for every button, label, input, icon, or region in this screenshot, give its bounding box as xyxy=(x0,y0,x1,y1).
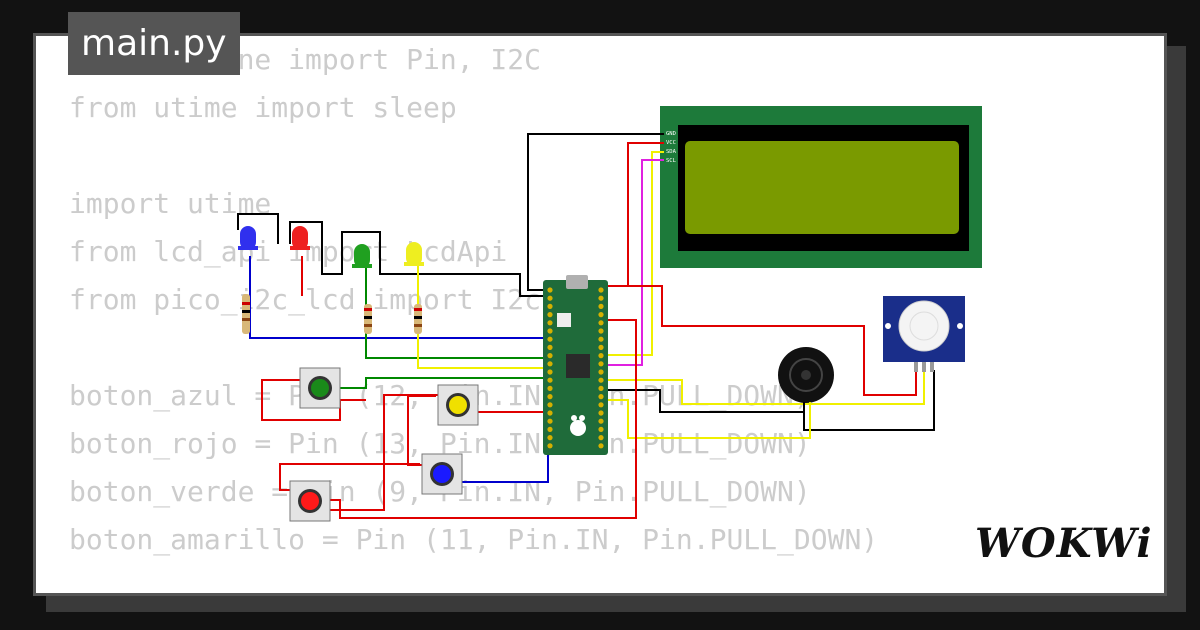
pico-pin xyxy=(598,402,604,408)
pico-pin xyxy=(598,328,604,334)
pico-pin xyxy=(547,402,553,408)
led-red[interactable] xyxy=(290,226,310,250)
pico-pins xyxy=(547,287,604,449)
wire-btn-blue xyxy=(460,450,549,483)
pico-pin xyxy=(547,287,553,293)
pico-pin xyxy=(547,435,553,441)
button-green[interactable] xyxy=(299,367,341,409)
pico-pin xyxy=(547,426,553,432)
pico-pin xyxy=(598,443,604,449)
rp2040-chip xyxy=(566,354,590,378)
resistor xyxy=(364,304,372,334)
pico-pin xyxy=(547,303,553,309)
push-buttons xyxy=(289,367,479,522)
wire-buzzer xyxy=(604,399,811,439)
lcd-pin-label: GND xyxy=(666,131,676,137)
pico-pin xyxy=(547,344,553,350)
wire-led-gnd-1 xyxy=(237,213,279,244)
pico-pin xyxy=(598,394,604,400)
wire-btn-green-vcc xyxy=(261,379,366,421)
wire-sda-lcd xyxy=(604,151,664,356)
code-line: from lcd_api import LcdApi xyxy=(69,235,508,268)
pico-pin xyxy=(598,426,604,432)
pico-pin xyxy=(598,385,604,391)
pico-pin xyxy=(598,435,604,441)
pico-pin xyxy=(598,295,604,301)
pico-pin xyxy=(598,303,604,309)
pico-pin xyxy=(547,410,553,416)
code-line: boton_rojo = Pin (13, Pin.IN, Pin.PULL_D… xyxy=(69,427,811,460)
button-blue[interactable] xyxy=(421,453,463,495)
pico-pin xyxy=(547,369,553,375)
pico-pin xyxy=(598,287,604,293)
raspberry-logo-icon xyxy=(570,415,586,436)
pico-pin xyxy=(547,336,553,342)
code-line: boton_amarillo = Pin (11, Pin.IN, Pin.PU… xyxy=(69,523,879,556)
leds xyxy=(238,226,424,268)
pico-pin xyxy=(547,312,553,318)
resistor xyxy=(414,304,422,334)
pico-pin xyxy=(598,312,604,318)
wokwi-logo: WOKWi xyxy=(975,520,1153,567)
pico-pin xyxy=(598,361,604,367)
led-yellow[interactable] xyxy=(404,242,424,266)
wire-pir-out xyxy=(604,370,925,405)
wire-led-blue xyxy=(249,256,548,339)
pir-motion-sensor[interactable] xyxy=(883,296,965,372)
lcd-display[interactable]: GND VCC SDA SCL xyxy=(660,106,982,268)
lcd-pin-label: VCC xyxy=(666,140,676,146)
pico-pin xyxy=(598,418,604,424)
led-blue[interactable] xyxy=(238,226,258,250)
usb-port xyxy=(566,275,588,289)
lcd-screen xyxy=(685,141,959,234)
wire-btn-red xyxy=(330,319,637,519)
raspberry-pi-pico[interactable] xyxy=(543,275,608,455)
pico-pin xyxy=(547,328,553,334)
wire-vcc-lcd xyxy=(600,142,664,287)
resistor xyxy=(242,294,250,334)
pico-pin xyxy=(598,410,604,416)
pico-pin xyxy=(547,394,553,400)
pico-pin xyxy=(547,320,553,326)
lcd-pin-label: SDA xyxy=(666,149,677,155)
pico-pin xyxy=(598,369,604,375)
pico-pin xyxy=(598,336,604,342)
wire-scl-lcd xyxy=(604,159,664,366)
wire-btn-green xyxy=(340,377,548,389)
button-yellow[interactable] xyxy=(437,384,479,426)
lcd-pin-label: SCL xyxy=(666,158,677,164)
button-red[interactable] xyxy=(289,480,331,522)
wire-led-gnd-2 xyxy=(289,221,548,297)
bootsel-button xyxy=(557,313,571,327)
pico-pin xyxy=(547,443,553,449)
pico-pin xyxy=(598,344,604,350)
lcd-pin-labels: GND VCC SDA SCL xyxy=(666,131,677,164)
wire-led-green xyxy=(365,268,548,359)
wire-vcc-pir xyxy=(604,285,917,396)
pico-pin xyxy=(547,377,553,383)
led-green[interactable] xyxy=(352,244,372,268)
file-tab[interactable]: main.py xyxy=(68,12,240,75)
pico-pin xyxy=(598,320,604,326)
pico-pin xyxy=(547,295,553,301)
code-line: from utime import sleep xyxy=(69,91,457,124)
pico-pin xyxy=(547,385,553,391)
pico-pin xyxy=(598,353,604,359)
pico-pin xyxy=(547,418,553,424)
pico-pin xyxy=(598,377,604,383)
buzzer[interactable] xyxy=(778,347,834,438)
pico-pin xyxy=(547,361,553,367)
resistors xyxy=(242,294,422,334)
pico-pin xyxy=(547,353,553,359)
wire-btn-red-vcc xyxy=(279,463,420,491)
wire-gnd-lcd xyxy=(527,133,664,291)
wire-led-yellow xyxy=(417,266,548,369)
